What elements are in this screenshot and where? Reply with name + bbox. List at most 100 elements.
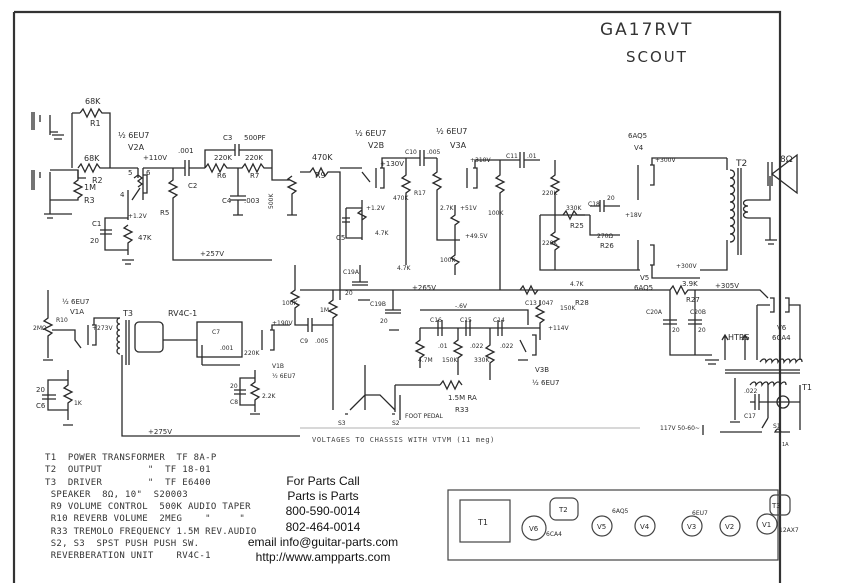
c2-name: C2 <box>188 182 197 190</box>
cathode-network-v2a <box>100 217 134 265</box>
contact-url: http://www.ampparts.com <box>255 550 391 565</box>
v4-type: 6AQ5 <box>628 132 647 140</box>
c19a-value: 20 <box>345 290 353 297</box>
r9b-value: 470K <box>312 153 333 162</box>
v1a-name: V1A <box>70 308 84 316</box>
v2a-pin-5: 5 <box>128 169 132 177</box>
parts-contact-block: For Parts Call Parts is Parts 800-590-00… <box>228 474 418 565</box>
r13-value: 2.2K <box>262 393 277 400</box>
parts-notes: T1 POWER TRANSFORMER TF 8A-P T2 OUTPUT "… <box>45 452 257 563</box>
c9-name: C9 <box>300 338 308 345</box>
v2b-cathode-voltage: +1.2V <box>366 205 386 212</box>
c9-value: .005 <box>315 338 329 345</box>
note-row: T3 DRIVER " TF E6400 <box>45 477 257 489</box>
r33-value: 1.5M RA <box>448 394 477 402</box>
tube-socket-label: V1 <box>762 521 771 529</box>
t1-label: T1 <box>801 383 812 392</box>
resistor-r3 <box>50 170 84 201</box>
r10-value: 2MΩ <box>33 325 47 332</box>
layout-t3 <box>769 494 791 516</box>
driver-transformer-t3 <box>116 317 300 437</box>
c17-name: C17 <box>744 413 756 420</box>
v3a-cathode-voltage: +51V <box>460 205 478 212</box>
note-row: R9 VOLUME CONTROL 500K AUDIO TAPER <box>45 501 257 513</box>
c11-name: C11 <box>506 153 518 160</box>
v3a-plate-voltage: +310V <box>470 157 491 164</box>
r23-r24 <box>539 160 640 271</box>
c13-value: .047 <box>540 300 554 307</box>
c14-value: .022 <box>500 343 514 350</box>
pilot-lamp-icon <box>776 395 790 409</box>
r17-and-c10 <box>400 150 437 265</box>
tube-socket-v1 <box>756 513 778 535</box>
r2-name: R2 <box>92 176 103 185</box>
c7-value: .001 <box>220 345 234 352</box>
r7-value: 220K <box>245 154 263 162</box>
tube-socket-v4 <box>634 515 656 537</box>
contact-phone-1: 800-590-0014 <box>285 504 361 519</box>
s3-label: S3 <box>338 420 346 427</box>
r31-value: 150K <box>442 357 458 364</box>
contact-email: email info@guitar-parts.com <box>247 534 399 549</box>
r11-value: 1K <box>74 400 83 407</box>
tube-socket-v6 <box>521 515 547 541</box>
reverb-pot-r10-and-v1a <box>42 290 120 361</box>
c19a-name: C19A <box>343 269 360 276</box>
tube-v3b <box>518 300 546 361</box>
cathode-network-v1a <box>42 370 74 426</box>
r28-value: 4.7K <box>570 281 585 288</box>
r32-value: 4.7M <box>418 357 433 364</box>
v2a-name: V2A <box>128 143 145 152</box>
contact-line-1: For Parts Call <box>286 474 360 488</box>
layout-t1 <box>459 499 511 543</box>
c20a-name: C20A <box>646 309 663 316</box>
r3-value: 1M <box>84 183 96 192</box>
r22-and-c11 <box>494 152 540 290</box>
r14-value: 100K <box>282 300 298 307</box>
reverb-unit-label: RV4C-1 <box>168 309 197 318</box>
v2a-type: ½ 6EU7 <box>118 131 149 140</box>
r25-r26-c18 <box>562 200 620 236</box>
voltage-caption: VOLTAGES TO CHASSIS WITH VTVM (11 meg) <box>312 436 495 444</box>
c1-name: C1 <box>92 220 101 228</box>
c6-name: C6 <box>36 402 46 410</box>
tube-v3a <box>431 158 500 275</box>
input-jack-2 <box>31 170 72 219</box>
r1-name: R1 <box>90 119 101 128</box>
note-desc: POWER TRANSFORMER <box>67 453 166 463</box>
r18-value: 4.7K <box>397 265 412 272</box>
r10-name: R10 <box>56 317 68 324</box>
note-part: TF E6400 <box>165 477 211 488</box>
layout-group-6aq5: 6AQ5 <box>612 508 629 515</box>
v2a-pin-6: 6 <box>146 169 151 177</box>
note-row: SPEAKER 8Ω, 10" S20003 <box>45 489 257 501</box>
note-desc: R10 REVERB VOLUME 2MEG " " <box>50 514 246 525</box>
c16-value: .01 <box>438 343 448 350</box>
v3a-type: ½ 6EU7 <box>436 127 467 136</box>
c19b-value: 20 <box>380 318 388 325</box>
tube-socket-label: V2 <box>725 523 734 531</box>
v2b-plate-voltage: +130V <box>380 160 404 168</box>
layout-t3-label: T3 <box>771 502 781 510</box>
r9-value: 500K <box>268 193 275 209</box>
speaker-impedance: 8Ω <box>780 155 793 165</box>
r7-name: R7 <box>250 172 259 180</box>
v2a-pin-4: 4 <box>120 191 125 199</box>
note-row: REVERBERATION UNIT RV4C-1 <box>45 550 257 562</box>
cathode-voltage-18: +18V <box>625 212 643 219</box>
note-desc: REVERBERATION UNIT RV4C-1 <box>50 551 211 562</box>
c20a-value: 20 <box>672 327 680 334</box>
note-desc: R33 TREMOLO FREQUENCY 1.5M REV.AUDIO <box>50 526 257 537</box>
v1b-type: ½ 6EU7 <box>272 373 296 380</box>
tube-socket-v2 <box>719 515 741 537</box>
r15-value: 1M <box>320 307 329 314</box>
layout-t2-label: T2 <box>558 506 568 514</box>
r3-name: R3 <box>84 196 95 205</box>
tube-socket-type: 12AX7 <box>779 527 799 534</box>
note-desc: SPEAKER 8Ω, 10" S20003 <box>50 489 188 500</box>
c20b-name: C20B <box>690 309 706 316</box>
r5-name: R5 <box>160 209 169 217</box>
tremolo-speed-pot-r33 <box>394 379 463 412</box>
